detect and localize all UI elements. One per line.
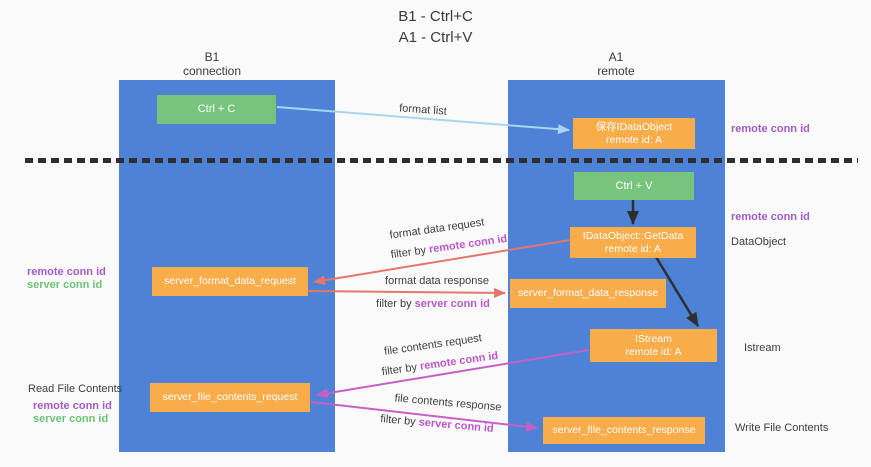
filter-prefix: filter by [379,413,420,429]
node-server-file-contents-request: server_file_contents_request [150,383,310,412]
annotation-server-conn-id-bottom: server conn id [33,413,109,425]
lane-b1-subtitle: connection [182,64,242,78]
filter-server-conn-id: server conn id [418,416,495,435]
edge-label-file-contents-response: file contents response [394,392,502,414]
node-getdata-line1: IDataObject::GetData [582,229,684,242]
dashed-separator [25,158,858,163]
annotation-write-file-contents: Write File Contents [735,422,829,434]
node-save-idataobject: 保存IDataObject remote id: A [573,118,695,149]
edge-label-file-contents-response-filter: filter by server conn id [380,413,494,435]
filter-remote-conn-id: remote conn id [428,232,508,256]
node-server-file-contents-response-label: server_file_contents_response [552,424,696,436]
arrow-format-data-response [307,287,506,298]
annotation-dataobject: DataObject [731,236,787,248]
node-ctrl-v: Ctrl + V [574,172,694,200]
node-server-file-contents-response: server_file_contents_response [543,417,705,444]
node-ctrl-c: Ctrl + C [157,95,276,124]
lane-b1-name: B1 [204,50,220,64]
filter-server-conn-id: server conn id [414,298,490,310]
title-line-2: A1 - Ctrl+V [398,29,473,46]
node-server-format-data-request: server_format_data_request [152,267,308,296]
lane-a1-name: A1 [608,50,624,64]
lane-header-a1: A1 remote [536,50,696,78]
node-istream: IStream remote id: A [590,329,717,362]
annotation-istream: Istream [744,342,781,354]
node-server-file-contents-request-label: server_file_contents_request [162,391,298,403]
title-line-1: B1 - Ctrl+C [398,8,473,25]
edge-label-format-list: format list [398,102,448,118]
filter-prefix: filter by [381,360,421,379]
node-save-idataobject-line1: 保存IDataObject [595,120,673,133]
node-istream-line1: IStream [635,332,672,345]
node-ctrl-v-label: Ctrl + V [615,179,653,192]
node-istream-line2: remote id: A [625,345,682,358]
node-getdata-line2: remote id: A [604,242,662,255]
annotation-remote-conn-id-left: remote conn id [27,266,106,278]
node-save-idataobject-line2: remote id: A [605,133,663,146]
filter-prefix: filter by [390,243,430,262]
diagram-title: B1 - Ctrl+C A1 - Ctrl+V [0,6,871,48]
annotation-server-conn-id-left: server conn id [27,279,103,291]
node-idataobject-getdata: IDataObject::GetData remote id: A [570,227,696,258]
node-server-format-data-response-label: server_format_data_response [517,287,659,299]
node-ctrl-c-label: Ctrl + C [197,103,236,115]
annotation-remote-conn-id-bottom: remote conn id [33,400,112,412]
node-server-format-data-request-label: server_format_data_request [164,275,296,287]
lane-header-b1: B1 connection [132,50,292,78]
edge-label-format-data-response-filter: filter by server conn id [376,298,490,310]
node-server-format-data-response: server_format_data_response [510,279,666,308]
annotation-remote-conn-id-mid: remote conn id [731,211,810,223]
annotation-remote-conn-id-top: remote conn id [731,123,810,135]
filter-prefix: filter by [376,298,415,310]
lane-a1-subtitle: remote [597,64,635,78]
edge-label-format-data-response: format data response [385,275,489,287]
filter-remote-conn-id: remote conn id [419,349,499,373]
annotation-read-file-contents: Read File Contents [28,383,123,395]
